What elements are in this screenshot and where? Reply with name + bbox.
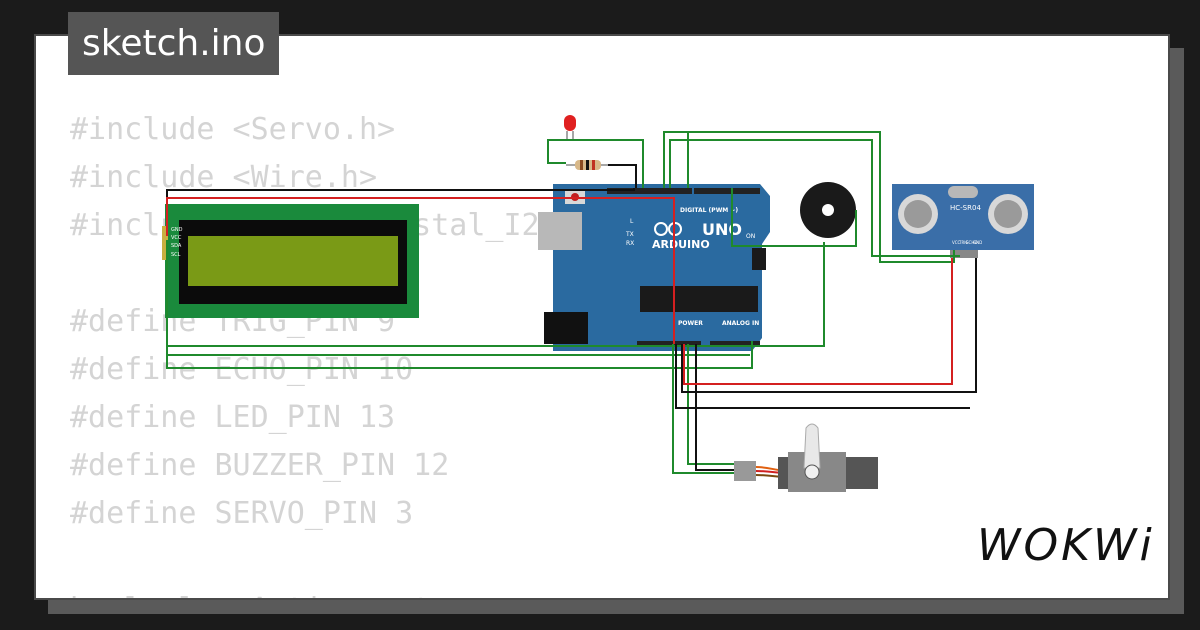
piezo-buzzer[interactable] [800, 182, 856, 238]
code-line: #define LED_PIN 13 [70, 400, 396, 435]
lcd-pin-scl: SCL [171, 252, 181, 258]
lcd-pin-sda: SDA [171, 243, 182, 249]
rx-label: RX [626, 240, 634, 247]
sketch-title: sketch.ino [68, 12, 280, 75]
lcd-pin-gnd: GND [171, 227, 183, 233]
lcd-pin-labels: GND VCC SDA SCL [171, 227, 183, 258]
tx-label: TX [625, 231, 634, 238]
lcd-pin-vcc: VCC [171, 235, 182, 241]
ultrasonic-model: HC-SR04 [950, 204, 981, 212]
analog-label: ANALOG IN [722, 320, 759, 327]
arduino-uno-board[interactable] [538, 184, 770, 351]
code-line: #define BUZZER_PIN 12 [70, 448, 450, 483]
code-line: #include <Servo.h> [70, 112, 396, 147]
ultrasonic-sensor[interactable] [892, 184, 1034, 258]
lcd-display[interactable] [162, 204, 419, 318]
arduino-brand: ARDUINO [652, 238, 710, 251]
wokwi-logo: WOKWi [977, 520, 1155, 571]
power-label: POWER [678, 320, 703, 327]
l-label: L [630, 218, 634, 225]
ultrasonic-pin-vcc: VCC [952, 240, 961, 245]
code-line: #define ECHO_PIN 10 [70, 352, 414, 387]
arduino-model: UNO [702, 220, 742, 239]
code-line: bool alarmActive = true; [70, 586, 612, 598]
red-led[interactable] [564, 115, 576, 141]
code-line: #define SERVO_PIN 3 [70, 496, 414, 531]
ultrasonic-pin-echo: ECHO [966, 240, 977, 245]
ultrasonic-pin-gnd: GND [973, 240, 982, 245]
ultrasonic-pin-trig: TRIG [958, 240, 969, 245]
resistor[interactable] [566, 160, 610, 170]
ultrasonic-labels: HC-SR04 VCC TRIG ECHO GND [950, 204, 982, 245]
digital-label: DIGITAL (PWM ~) [680, 207, 738, 214]
on-label: ON [746, 233, 755, 240]
servo-motor[interactable] [734, 423, 878, 492]
green-wires [166, 131, 960, 474]
red-wires [166, 197, 953, 385]
